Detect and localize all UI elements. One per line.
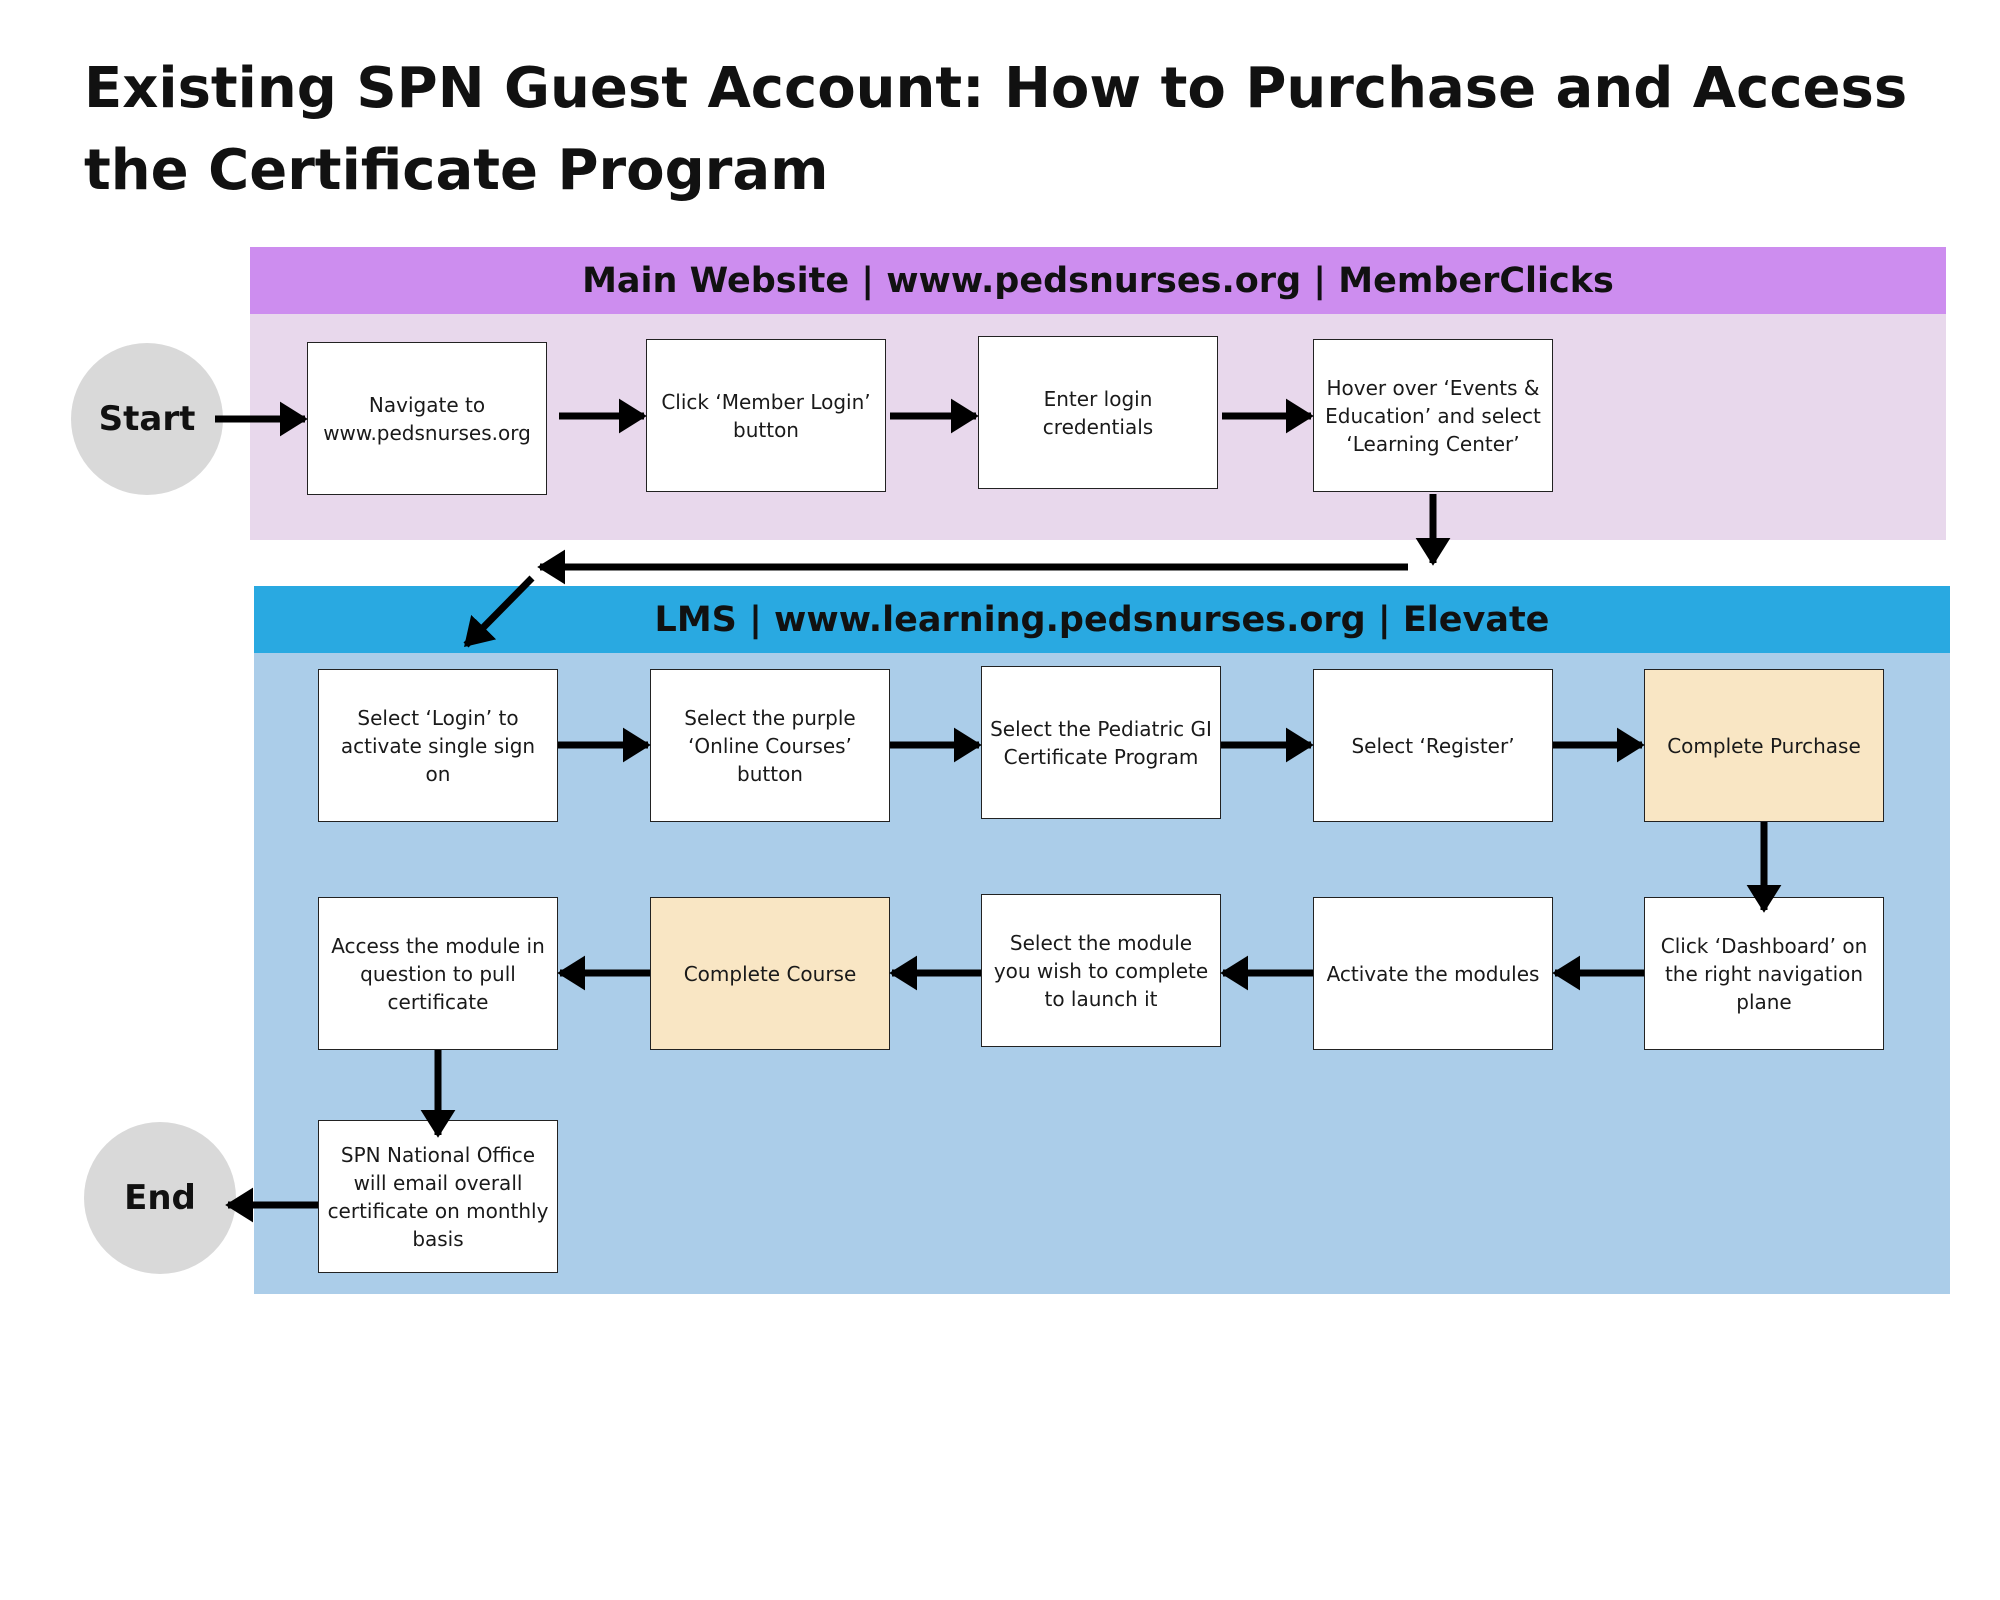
arrow-diagonal-to-lms (463, 575, 535, 648)
main-website-header: Main Website | www.pedsnurses.org | Memb… (250, 247, 1946, 314)
step-select-login: Select ‘Login’ to activate single sign o… (318, 669, 558, 822)
step-access-module: Access the module in question to pull ce… (318, 897, 558, 1050)
start-terminal: Start (71, 343, 223, 495)
page-title: Existing SPN Guest Account: How to Purch… (84, 56, 1908, 203)
step-click-dashboard: Click ‘Dashboard’ on the right navigatio… (1644, 897, 1884, 1050)
step-select-register: Select ‘Register’ (1313, 669, 1553, 822)
step-select-module: Select the module you wish to complete t… (981, 894, 1221, 1047)
step-hover-events-education: Hover over ‘Events & Education’ and sele… (1313, 339, 1553, 492)
step-complete-purchase: Complete Purchase (1644, 669, 1884, 822)
end-terminal: End (84, 1122, 236, 1274)
step-online-courses: Select the purple ‘Online Courses’ butto… (650, 669, 890, 822)
lms-header: LMS | www.learning.pedsnurses.org | Elev… (254, 586, 1950, 653)
step-navigate-site: Navigate to www.pedsnurses.org (307, 342, 547, 495)
step-activate-modules: Activate the modules (1313, 897, 1553, 1050)
step-enter-credentials: Enter login credentials (978, 336, 1218, 489)
step-select-program: Select the Pediatric GI Certificate Prog… (981, 666, 1221, 819)
step-email-certificate: SPN National Office will email overall c… (318, 1120, 558, 1273)
step-complete-course: Complete Course (650, 897, 890, 1050)
